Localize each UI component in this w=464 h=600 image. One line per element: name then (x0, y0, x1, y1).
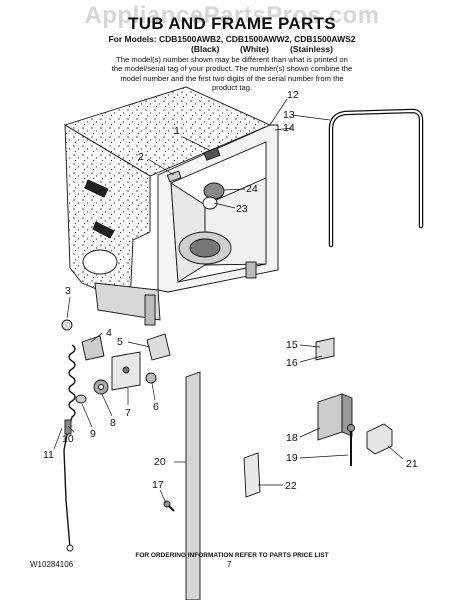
leveling-foot (61, 319, 73, 331)
callout-9: 9 (90, 428, 96, 440)
door-gasket (328, 108, 424, 248)
insulation-cutout (84, 179, 109, 198)
model-number-note: The model(s) number shown may be differe… (111, 55, 353, 92)
model-list: For Models: CDB1500AWB2, CDB1500AWW2, CD… (108, 34, 356, 44)
screw-head (163, 500, 171, 508)
callout-24: 24 (246, 183, 258, 195)
frame-clip (166, 170, 182, 183)
side-mounting-plate (243, 452, 261, 498)
bushing (145, 372, 157, 384)
anti-tip-bracket (366, 423, 393, 455)
callouts: 1 2 3 4 5 6 7 8 9 10 11 12 13 14 15 16 1… (43, 89, 418, 492)
callout-4: 4 (106, 327, 112, 339)
cable-end (66, 544, 74, 552)
mounting-bracket (317, 393, 343, 441)
callout-17: 17 (152, 479, 164, 491)
callout-5: 5 (117, 336, 123, 348)
spring-link (64, 419, 72, 435)
document-number: W10284106 (30, 560, 74, 569)
callout-7: 7 (125, 407, 131, 419)
ordering-info: FOR ORDERING INFORMATION REFER TO PARTS … (135, 552, 329, 559)
latch-clip (315, 337, 335, 361)
tub-leg (144, 294, 156, 326)
spring-bracket (81, 335, 105, 361)
tub-assembly (63, 86, 279, 326)
door-gasket-inner (330, 109, 422, 246)
page-title: TUB AND FRAME PARTS (128, 14, 336, 33)
sump-cover (189, 238, 221, 258)
callout-19: 19 (286, 452, 298, 464)
callout-2: 2 (138, 151, 144, 163)
callout-22: 22 (285, 480, 297, 492)
callout-6: 6 (153, 401, 159, 413)
finish-stainless: (Stainless) (290, 44, 333, 54)
sound-pad (82, 249, 118, 275)
callout-3: 3 (65, 285, 71, 297)
callout-8: 8 (110, 417, 116, 429)
page-number: 7 (227, 560, 232, 569)
frame-bracket (203, 147, 221, 161)
insulation-cutout (92, 221, 115, 239)
callout-12: 12 (287, 89, 299, 101)
callout-18: 18 (286, 432, 298, 444)
inlet-port (202, 196, 218, 210)
side-trim-strip (185, 371, 201, 600)
vent-grille (203, 182, 225, 200)
pulley-hub (98, 384, 104, 390)
callout-1: 1 (174, 125, 180, 137)
hinge-bracket (146, 333, 171, 361)
callout-16: 16 (286, 357, 298, 369)
callout-14: 14 (283, 122, 295, 134)
callout-13: 13 (283, 109, 295, 121)
callout-21: 21 (406, 458, 418, 470)
tub-leg (245, 261, 257, 279)
finish-black: (Black) (191, 44, 220, 54)
callout-11: 11 (43, 449, 54, 461)
bracket-screw-head (347, 424, 355, 432)
finish-white: (White) (240, 44, 269, 54)
callout-10: 10 (62, 433, 74, 445)
watermark: AppliancePartsPros.com (84, 2, 380, 29)
callout-20: 20 (154, 456, 166, 468)
leader-lines (53, 98, 404, 504)
tub-base (94, 282, 161, 321)
callout-23: 23 (236, 203, 248, 215)
callout-15: 15 (286, 339, 298, 351)
washer (75, 394, 87, 404)
plate-hole (122, 366, 130, 374)
door-spring (63, 344, 76, 549)
